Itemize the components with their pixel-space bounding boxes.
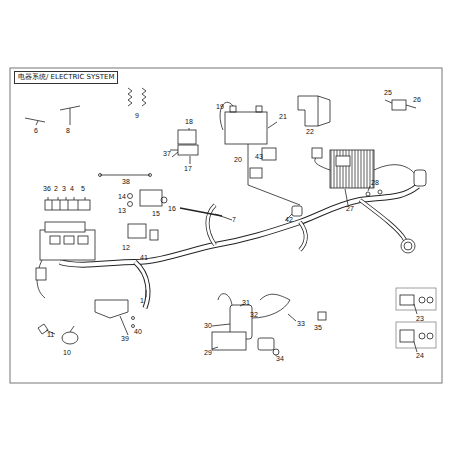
callout-number: 42: [285, 216, 293, 224]
callout-number: 25: [384, 89, 392, 97]
callout-number: 8: [66, 127, 70, 135]
callout-number: 27: [346, 205, 354, 213]
callout-number: 1: [140, 297, 144, 305]
callout-number: 11: [47, 331, 54, 339]
callout-number: 24: [416, 352, 424, 360]
callout-number: 13: [118, 207, 126, 215]
callout-number: 15: [152, 210, 160, 218]
callout-number: 14: [118, 193, 126, 201]
callout-number: 31: [242, 299, 250, 307]
callout-number: 6: [34, 127, 38, 135]
callout-number: 21: [279, 113, 287, 121]
callout-number: 18: [185, 118, 193, 126]
callout-number: 4: [70, 185, 74, 193]
callout-number: 35: [314, 324, 322, 332]
callout-number: 10: [63, 349, 71, 357]
callout-number: 40: [134, 328, 142, 336]
callout-number: 33: [297, 320, 305, 328]
callout-number: 9: [135, 112, 139, 120]
callout-number: 30: [204, 322, 212, 330]
callout-number: 38: [122, 178, 130, 186]
diagram-title: 电器系统/ ELECTRIC SYSTEM: [14, 71, 118, 84]
callout-number: 28: [371, 179, 379, 187]
callout-number: 7: [232, 216, 236, 224]
callout-number: 26: [413, 96, 421, 104]
callout-number: 37: [163, 150, 171, 158]
callout-number: 20: [234, 156, 242, 164]
callout-number: 2: [54, 185, 58, 193]
callout-number: 36: [43, 185, 51, 193]
callout-number: 22: [306, 128, 314, 136]
callout-number: 5: [81, 185, 85, 193]
callout-number: 16: [168, 205, 176, 213]
callout-number: 3: [62, 185, 66, 193]
callout-number: 32: [250, 311, 258, 319]
callout-number: 29: [204, 349, 212, 357]
callout-number: 41: [140, 254, 148, 262]
callout-number: 43: [255, 153, 263, 161]
callout-number: 12: [122, 244, 130, 252]
callout-number: 17: [184, 165, 192, 173]
callout-number: 34: [276, 355, 284, 363]
callout-number: 19: [216, 103, 224, 111]
callout-number: 23: [416, 315, 424, 323]
callout-number: 39: [121, 335, 129, 343]
